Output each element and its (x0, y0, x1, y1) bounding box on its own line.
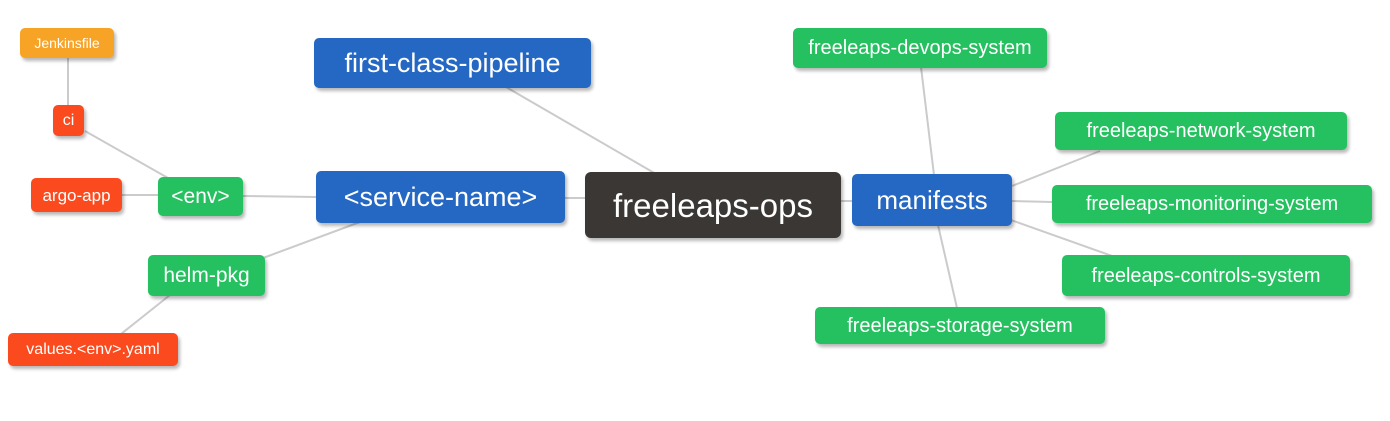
node-monitoring-system[interactable]: freeleaps-monitoring-system (1052, 185, 1372, 223)
node-helm-pkg[interactable]: helm-pkg (148, 255, 265, 296)
node-env[interactable]: <env> (158, 177, 243, 216)
node-freeleaps-ops-root[interactable]: freeleaps-ops (585, 172, 841, 238)
node-ci[interactable]: ci (53, 105, 84, 136)
connector-servicename-helmpkg (262, 221, 361, 259)
node-network-system[interactable]: freeleaps-network-system (1055, 112, 1347, 150)
node-jenkinsfile[interactable]: Jenkinsfile (20, 28, 114, 58)
node-controls-system[interactable]: freeleaps-controls-system (1062, 255, 1350, 296)
connector-manifests-monitoring (1011, 200, 1053, 203)
connector-pipeline-ops (505, 86, 657, 175)
node-values-env-yaml[interactable]: values.<env>.yaml (8, 333, 178, 366)
connector-manifests-controls (1010, 219, 1116, 258)
node-devops-system[interactable]: freeleaps-devops-system (793, 28, 1047, 68)
connector-helmpkg-values (120, 294, 171, 335)
node-storage-system[interactable]: freeleaps-storage-system (815, 307, 1105, 344)
connector-manifests-network (1011, 150, 1101, 187)
connector-ci-env (84, 130, 169, 179)
node-service-name[interactable]: <service-name> (316, 171, 565, 223)
connector-env-servicename (242, 195, 317, 198)
node-argo-app[interactable]: argo-app (31, 178, 122, 212)
node-manifests[interactable]: manifests (852, 174, 1012, 226)
connector-manifests-devops (920, 66, 935, 176)
connector-manifests-storage (937, 224, 958, 309)
node-first-class-pipeline[interactable]: first-class-pipeline (314, 38, 591, 88)
